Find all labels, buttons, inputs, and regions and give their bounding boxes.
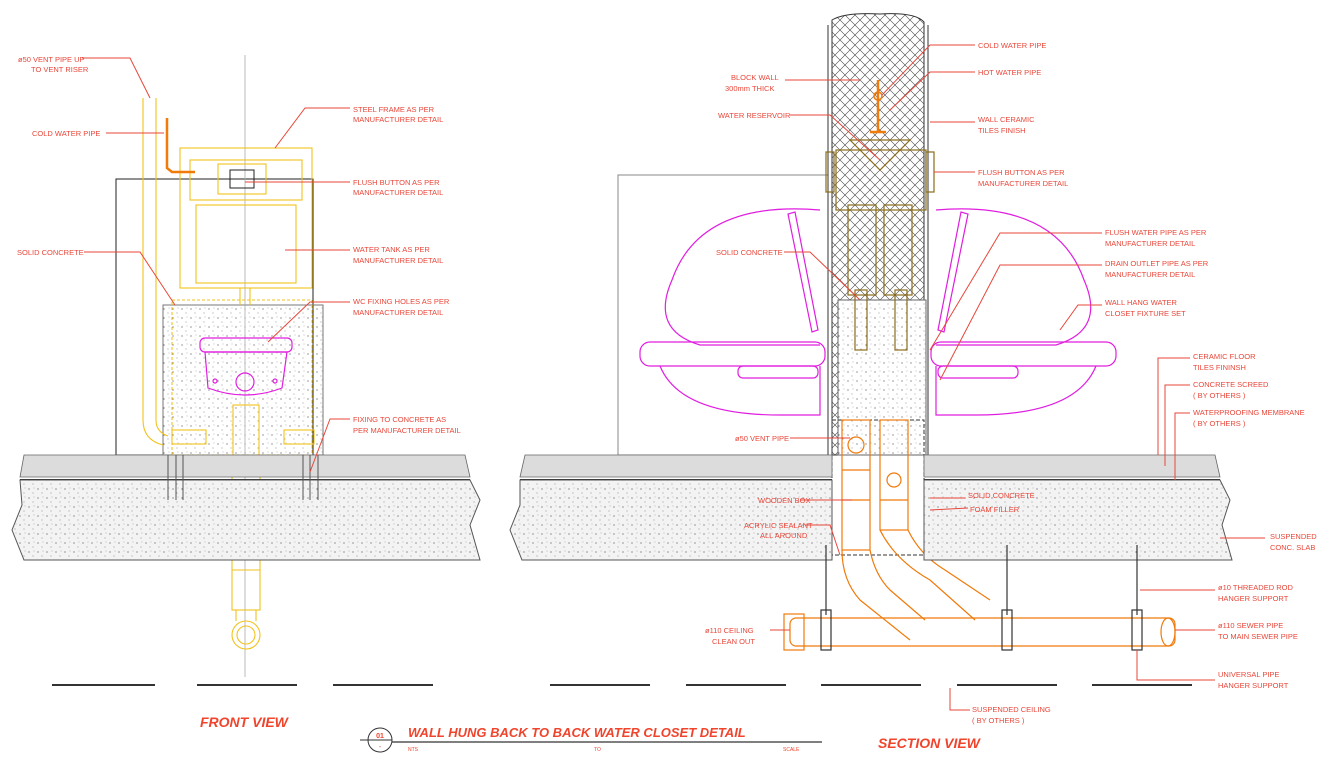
front-vent-pipe bbox=[142, 98, 169, 446]
label-vent-pipe-2: TO VENT RISER bbox=[31, 65, 89, 74]
solid-concrete-block bbox=[162, 304, 324, 456]
label-wall-hang-2: CLOSET FIXTURE SET bbox=[1105, 309, 1186, 318]
label-ceiling-1: SUSPENDED CEILING bbox=[972, 705, 1051, 714]
label-wc-fixing-1: WC FIXING HOLES AS PER bbox=[353, 297, 450, 306]
scale-text: SCALE bbox=[783, 747, 800, 753]
section-view-title: SECTION VIEW bbox=[878, 735, 982, 751]
label-membrane-1: WATERPROOFING MEMBRANE bbox=[1193, 408, 1305, 417]
front-anchor-bolts bbox=[167, 455, 319, 500]
label-block-wall-1: BLOCK WALL bbox=[731, 73, 779, 82]
label-cleanout-1: ø110 CEILING bbox=[705, 626, 754, 635]
label-rod-2: HANGER SUPPORT bbox=[1218, 594, 1289, 603]
section-solid-concrete-texture bbox=[838, 300, 926, 455]
section-screed-left bbox=[519, 454, 833, 478]
label-foam-filler: FOAM FILLER bbox=[970, 505, 1020, 514]
label-membrane-2: ( BY OTHERS ) bbox=[1193, 419, 1246, 428]
hanger-rods bbox=[820, 545, 1143, 651]
detail-sheet: - bbox=[379, 744, 382, 751]
label-section-vent-pipe: ø50 VENT PIPE bbox=[735, 434, 789, 443]
label-hot-water-pipe: HOT WATER PIPE bbox=[978, 68, 1041, 77]
label-hanger-1: UNIVERSAL PIPE bbox=[1218, 670, 1279, 679]
label-cold-water-pipe: COLD WATER PIPE bbox=[978, 41, 1046, 50]
label-acrylic-1: ACRYLIC SEALANT bbox=[744, 521, 813, 530]
label-solid-concrete: SOLID CONCRETE bbox=[17, 248, 84, 257]
label-flush-button-1: FLUSH BUTTON AS PER bbox=[353, 178, 440, 187]
label-flush-button-2: MANUFACTURER DETAIL bbox=[353, 188, 443, 197]
label-block-wall-2: 300mm THICK bbox=[725, 84, 774, 93]
front-cold-water-pipe bbox=[165, 118, 195, 174]
nts-text: NTS bbox=[408, 747, 419, 753]
section-drain-pipes bbox=[783, 419, 1176, 651]
front-screed bbox=[19, 454, 471, 478]
label-flush-water-1: FLUSH WATER PIPE AS PER bbox=[1105, 228, 1207, 237]
section-wc-left bbox=[639, 208, 826, 416]
label-vent-pipe-1: ø50 VENT PIPE UP bbox=[18, 55, 85, 64]
label-slab-2: CONC. SLAB bbox=[1270, 543, 1315, 552]
label-fixing-concrete-2: PER MANUFACTURER DETAIL bbox=[353, 426, 461, 435]
label-fixing-concrete-1: FIXING TO CONCRETE AS bbox=[353, 415, 446, 424]
label-drain-outlet-1: DRAIN OUTLET PIPE AS PER bbox=[1105, 259, 1209, 268]
label-water-reservoir: WATER RESERVOIR bbox=[718, 111, 791, 120]
label-steel-frame-2: MANUFACTURER DETAIL bbox=[353, 115, 443, 124]
label-steel-frame-1: STEEL FRAME AS PER bbox=[353, 105, 435, 114]
label-section-flush-1: FLUSH BUTTON AS PER bbox=[978, 168, 1065, 177]
label-hanger-2: HANGER SUPPORT bbox=[1218, 681, 1289, 690]
label-water-tank-1: WATER TANK AS PER bbox=[353, 245, 430, 254]
label-screed-2: ( BY OTHERS ) bbox=[1193, 391, 1246, 400]
label-flush-water-2: MANUFACTURER DETAIL bbox=[1105, 239, 1195, 248]
label-sewer-1: ø110 SEWER PIPE bbox=[1218, 621, 1283, 630]
label-rod-1: ø10 THREADED ROD bbox=[1218, 583, 1293, 592]
section-wc-right bbox=[930, 208, 1117, 416]
section-view: BLOCK WALL 300mm THICK WATER RESERVOIR S… bbox=[509, 13, 1317, 725]
section-slab-left-texture bbox=[510, 480, 832, 560]
front-view-title: FRONT VIEW bbox=[200, 714, 290, 730]
label-acrylic-2: ALL AROUND bbox=[760, 531, 808, 540]
main-title: WALL HUNG BACK TO BACK WATER CLOSET DETA… bbox=[408, 725, 746, 740]
label-ceiling-2: ( BY OTHERS ) bbox=[972, 716, 1025, 725]
label-cold-water: COLD WATER PIPE bbox=[32, 129, 100, 138]
front-slab-texture bbox=[12, 480, 480, 560]
label-cleanout-2: CLEAN OUT bbox=[712, 637, 755, 646]
label-solid-concrete-small: SOLID CONCRETE bbox=[968, 491, 1035, 500]
label-screed-1: CONCRETE SCREED bbox=[1193, 380, 1269, 389]
label-drain-outlet-2: MANUFACTURER DETAIL bbox=[1105, 270, 1195, 279]
label-floor-tiles-2: TILES FININSH bbox=[1193, 363, 1246, 372]
title-block: FRONT VIEW SECTION VIEW 01 - WALL HUNG B… bbox=[200, 714, 982, 753]
section-screed-right bbox=[923, 454, 1221, 478]
section-water-pipes bbox=[870, 80, 886, 134]
label-wc-fixing-2: MANUFACTURER DETAIL bbox=[353, 308, 443, 317]
detail-number: 01 bbox=[376, 733, 384, 740]
label-wall-hang-1: WALL HANG WATER bbox=[1105, 298, 1178, 307]
front-view: ø50 VENT PIPE UP TO VENT RISER COLD WATE… bbox=[11, 55, 481, 686]
section-leaders bbox=[770, 44, 1265, 711]
label-section-solid-concrete: SOLID CONCRETE bbox=[716, 248, 783, 257]
label-sewer-2: TO MAIN SEWER PIPE bbox=[1218, 632, 1298, 641]
to-text: TO bbox=[594, 747, 601, 753]
label-wooden-box: WOODEN BOX bbox=[758, 496, 811, 505]
label-floor-tiles-1: CERAMIC FLOOR bbox=[1193, 352, 1256, 361]
label-wall-tiles-1: WALL CERAMIC bbox=[978, 115, 1035, 124]
label-wall-tiles-2: TILES FINISH bbox=[978, 126, 1026, 135]
section-slab-right-texture bbox=[924, 480, 1232, 560]
label-section-flush-2: MANUFACTURER DETAIL bbox=[978, 179, 1068, 188]
front-wc-pan bbox=[199, 337, 293, 396]
label-water-tank-2: MANUFACTURER DETAIL bbox=[353, 256, 443, 265]
label-slab-1: SUSPENDED bbox=[1270, 532, 1317, 541]
front-leaders bbox=[82, 57, 350, 473]
